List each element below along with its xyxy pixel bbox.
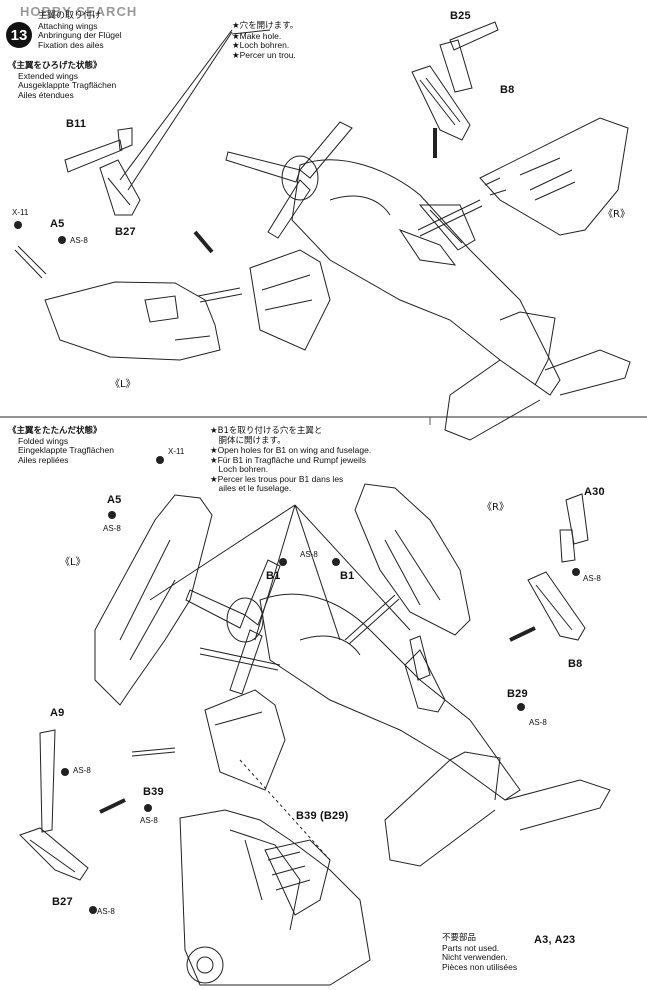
label-as8-b1: AS-8 — [300, 550, 318, 559]
bottom-heading-fr: Ailes repliées — [18, 454, 69, 465]
bottom-aircraft — [19, 483, 611, 986]
top-section-heading: 《主翼をひろげた状態》 Extended wings Ausgeklappte … — [8, 61, 117, 100]
label-b11: B11 — [66, 118, 87, 130]
top-note-line: ★Make hole. — [232, 30, 282, 41]
unused-parts-list: A3, A23 — [534, 934, 576, 946]
label-as8-a5: AS-8 — [103, 524, 121, 533]
bottom-heading-jp: 《主翼をたたんだ状態》 — [8, 426, 102, 436]
top-heading-en: Extended wings — [18, 70, 79, 81]
unused-title-fr: Pièces non utilisées — [442, 961, 518, 972]
label-right-wing-bottom: 《R》 — [482, 502, 509, 513]
step-title-fr: Fixation des ailes — [38, 39, 104, 50]
label-b27-top: B27 — [115, 226, 136, 238]
label-as8-top: AS-8 — [70, 236, 88, 245]
label-as8-b29: AS-8 — [529, 718, 547, 727]
unused-title-en: Parts not used. — [442, 942, 500, 953]
label-as8-a30: AS-8 — [583, 574, 601, 583]
bottom-heading-en: Folded wings — [18, 435, 69, 446]
bottom-drill-note: ★B1を取り付ける穴を主翼と 胴体に開けます。 ★Open holes for … — [210, 426, 372, 494]
bottom-section-heading: 《主翼をたたんだ状態》 Folded wings Eingeklappte Tr… — [8, 426, 114, 465]
bottom-heading-de: Eingeklappte Tragflächen — [18, 445, 114, 455]
label-left-wing-top: 《L》 — [110, 379, 136, 390]
label-b1-left: B1 — [266, 570, 281, 582]
top-note-line: ★Percer un trou. — [232, 49, 296, 60]
label-b8-top: B8 — [500, 84, 515, 96]
step-title-de: Anbringung der Flügel — [38, 30, 122, 40]
label-a5-top: A5 — [50, 218, 65, 230]
bottom-note-line: ★Für B1 in Tragfläche und Rumpf jeweils — [210, 454, 366, 465]
label-right-wing-top: 《R》 — [603, 209, 630, 220]
unused-title-jp: 不要部品 — [442, 933, 477, 943]
top-heading-jp: 《主翼をひろげた状態》 — [8, 61, 102, 71]
label-b39: B39 — [143, 786, 164, 798]
label-a5-bottom: A5 — [107, 494, 122, 506]
top-drill-note: ★穴を開けます。 ★Make hole. ★Loch bohren. ★Perc… — [232, 21, 299, 60]
label-as8-a9: AS-8 — [73, 766, 91, 775]
step-number-badge: 13 — [6, 22, 32, 48]
label-b8-bottom: B8 — [568, 658, 583, 670]
watermark: HOBBY SEARCH — [20, 4, 138, 19]
step-title: 主翼の取り付け Attaching wings Anbringung der F… — [38, 11, 122, 50]
top-note-line: ★Loch bohren. — [232, 40, 290, 50]
bottom-note-line: Loch bohren. — [210, 464, 269, 474]
bottom-note-line: ★Open holes for B1 on wing and fuselage. — [210, 445, 372, 455]
top-aircraft — [14, 21, 631, 441]
unused-parts-note: 不要部品 Parts not used. Nicht verwenden. Pi… — [442, 933, 518, 972]
label-as8-b27: AS-8 — [97, 907, 115, 916]
label-a9: A9 — [50, 707, 65, 719]
bottom-note-line: ★B1を取り付ける穴を主翼と — [210, 426, 323, 436]
label-b29: B29 — [507, 688, 528, 700]
step-title-en: Attaching wings — [38, 20, 98, 31]
label-a30: A30 — [584, 486, 605, 498]
label-b1-right: B1 — [340, 570, 355, 582]
step-title-jp: 主翼の取り付け — [38, 11, 102, 21]
bottom-note-line: ★Percer les trous pour B1 dans les — [210, 473, 344, 484]
label-x11-bottom: X-11 — [168, 447, 185, 456]
label-b39-b29-detail: B39 (B29) — [296, 810, 349, 822]
label-as8-b39: AS-8 — [140, 816, 158, 825]
top-heading-de: Ausgeklappte Tragflächen — [18, 80, 117, 90]
bottom-note-line: 胴体に開けます。 — [210, 435, 286, 446]
bottom-note-line: ailes et le fuselage. — [210, 483, 292, 493]
label-x11-top: X-11 — [12, 208, 29, 217]
unused-title-de: Nicht verwenden. — [442, 952, 508, 962]
top-note-line: ★穴を開けます。 — [232, 21, 299, 31]
label-b25: B25 — [450, 10, 471, 22]
label-left-wing-bottom: 《L》 — [60, 557, 86, 568]
top-heading-fr: Ailes étendues — [18, 89, 74, 100]
label-b27-bottom: B27 — [52, 896, 73, 908]
